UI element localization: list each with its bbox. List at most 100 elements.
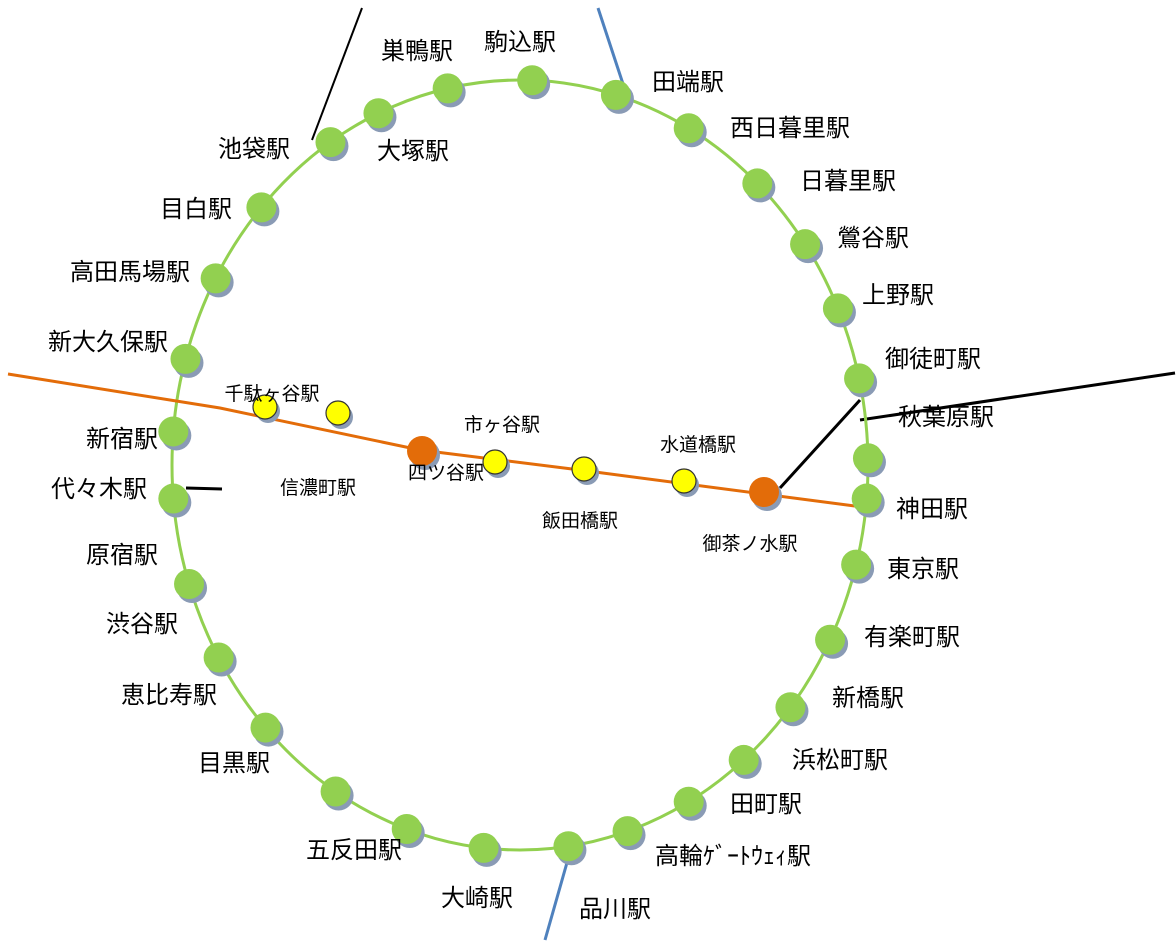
station-tamachi[interactable]	[673, 786, 707, 821]
station-label-tabata: 田端駅	[652, 68, 724, 96]
station-label-gotanda: 五反田駅	[306, 836, 402, 864]
station-circle-icon	[600, 79, 631, 110]
station-takadanobaba[interactable]	[200, 263, 234, 298]
station-label-hamamatsucho: 浜松町駅	[792, 746, 888, 774]
station-tokyo[interactable]	[841, 549, 875, 584]
station-meguro[interactable]	[320, 776, 354, 811]
station-kanda[interactable]	[851, 483, 885, 518]
station-label-osaki: 大崎駅	[441, 884, 513, 912]
station-circle-icon	[815, 624, 846, 655]
station-ochanomizu[interactable]	[749, 477, 782, 511]
station-circle-icon	[571, 456, 597, 482]
station-label-meguro: 目黒駅	[198, 749, 270, 777]
station-circle-icon	[320, 776, 351, 807]
station-okachimachi[interactable]	[844, 363, 878, 398]
ikebukuro-connector-line	[311, 7, 363, 141]
station-label-shinagawa: 品川駅	[579, 895, 651, 923]
yoyogi-connector-line	[185, 486, 223, 491]
tabata-connector-line	[596, 7, 627, 91]
station-shinanomachi[interactable]	[325, 400, 353, 429]
station-ikebukuro[interactable]	[315, 127, 349, 162]
station-label-takanawa: 高輪ｹﾞｰﾄｳｪｨ駅	[655, 842, 811, 870]
station-shimbashi[interactable]	[775, 692, 809, 727]
station-circle-icon	[775, 692, 806, 723]
station-yotsuya[interactable]	[407, 436, 440, 470]
station-yurakucho[interactable]	[815, 624, 849, 659]
station-label-shinanomachi: 信濃町駅	[280, 477, 356, 499]
station-circle-icon	[482, 449, 508, 475]
station-circle-icon	[673, 113, 704, 144]
station-osaki[interactable]	[468, 832, 502, 867]
station-shibuya[interactable]	[203, 642, 237, 677]
station-harajuku[interactable]	[174, 568, 208, 603]
station-label-sugamo: 巣鴨駅	[381, 37, 453, 65]
station-circle-icon	[246, 192, 277, 223]
station-otsuka[interactable]	[363, 98, 397, 133]
station-label-takadanobaba: 高田馬場駅	[70, 258, 190, 286]
station-label-shinjuku: 新宿駅	[86, 425, 158, 453]
station-akihabara[interactable]	[852, 443, 886, 478]
station-label-sendagaya: 千駄ヶ谷駅	[224, 383, 319, 405]
station-labels: 田端駅西日暮里駅日暮里駅鶯谷駅上野駅御徒町駅秋葉原駅神田駅東京駅有楽町駅新橋駅浜…	[48, 28, 994, 923]
station-yoyogi[interactable]	[158, 483, 192, 518]
station-sendagaya[interactable]	[252, 394, 280, 423]
station-shinagawa[interactable]	[553, 831, 587, 866]
station-shinokubo[interactable]	[170, 343, 204, 378]
station-circle-icon	[407, 436, 437, 466]
station-ebisu[interactable]	[250, 712, 284, 747]
station-label-mejiro: 目白駅	[160, 195, 232, 223]
station-circle-icon	[822, 293, 853, 324]
station-circle-icon	[671, 468, 697, 494]
station-tabata[interactable]	[600, 79, 634, 114]
station-circle-icon	[517, 65, 548, 96]
station-label-uguisudani: 鶯谷駅	[837, 224, 909, 252]
station-iidabashi[interactable]	[571, 456, 599, 485]
ochanomizu-connector-line	[778, 398, 862, 490]
station-ichigaya[interactable]	[482, 449, 510, 478]
station-uguisudani[interactable]	[790, 229, 824, 264]
station-circle-icon	[673, 786, 704, 817]
station-circle-icon	[325, 400, 351, 426]
station-circle-icon	[468, 832, 499, 863]
station-mejiro[interactable]	[246, 192, 280, 227]
station-circle-icon	[844, 363, 875, 394]
station-circle-icon	[391, 814, 422, 845]
station-circle-icon	[174, 568, 205, 599]
station-label-akihabara: 秋葉原駅	[898, 403, 994, 431]
station-label-shibuya: 渋谷駅	[106, 610, 178, 638]
station-label-ikebukuro: 池袋駅	[218, 135, 290, 163]
station-circle-icon	[852, 443, 883, 474]
station-circle-icon	[742, 168, 773, 199]
station-markers	[158, 65, 886, 867]
station-label-ichigaya: 市ヶ谷駅	[464, 414, 540, 436]
station-circle-icon	[203, 642, 234, 673]
station-label-yotsuya: 四ツ谷駅	[408, 462, 484, 484]
station-circle-icon	[200, 263, 231, 294]
station-label-komagome: 駒込駅	[484, 28, 556, 56]
station-circle-icon	[432, 73, 463, 104]
station-label-shimbashi: 新橋駅	[832, 684, 904, 712]
station-circle-icon	[749, 477, 779, 507]
station-takanawa[interactable]	[612, 816, 646, 851]
station-circle-icon	[158, 416, 189, 447]
station-ueno[interactable]	[822, 293, 856, 328]
station-circle-icon	[790, 229, 821, 260]
station-label-nishinippori: 西日暮里駅	[730, 114, 850, 142]
station-circle-icon	[851, 483, 882, 514]
station-label-ochanomizu: 御茶ノ水駅	[702, 533, 797, 555]
station-label-nippori: 日暮里駅	[800, 167, 896, 195]
station-sugamo[interactable]	[432, 73, 466, 108]
station-nishinippori[interactable]	[673, 113, 707, 148]
station-circle-icon	[252, 394, 278, 420]
station-hamamatsucho[interactable]	[728, 744, 762, 779]
station-suidobashi[interactable]	[671, 468, 699, 497]
station-shinjuku[interactable]	[158, 416, 192, 451]
station-label-yoyogi: 代々木駅	[51, 475, 147, 503]
station-circle-icon	[553, 831, 584, 862]
station-circle-icon	[841, 549, 872, 580]
station-circle-icon	[250, 712, 281, 743]
station-gotanda[interactable]	[391, 814, 425, 849]
station-komagome[interactable]	[517, 65, 551, 100]
station-nippori[interactable]	[742, 168, 776, 203]
